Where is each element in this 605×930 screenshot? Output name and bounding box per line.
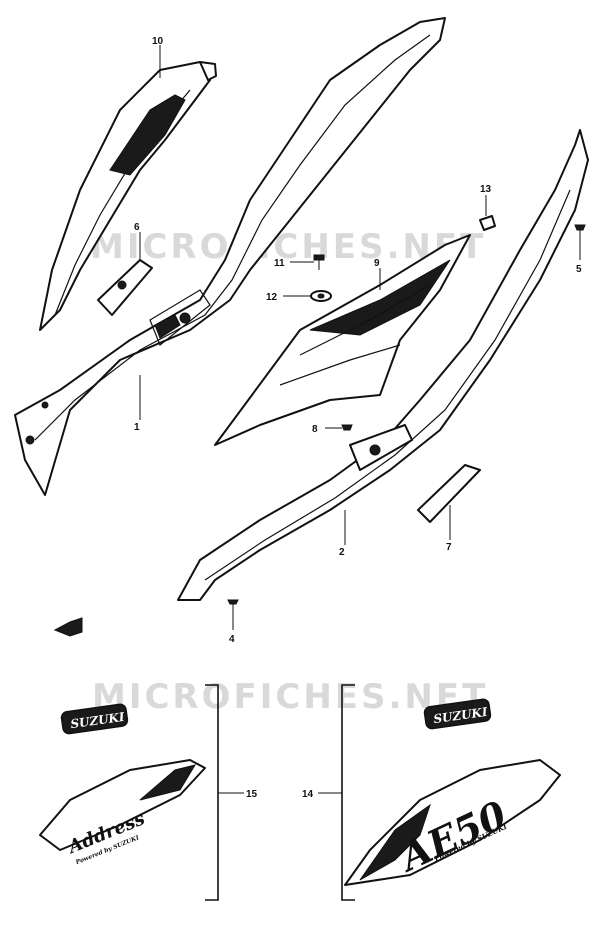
- callout-1: 1: [134, 422, 140, 433]
- callout-8: 8: [312, 424, 318, 435]
- ae50-logo-emblem: AE50 Powered by SUZUKI: [344, 759, 561, 886]
- part-5-screw: [574, 224, 586, 238]
- callout-7: 7: [446, 542, 452, 553]
- leader-lines: [139, 45, 581, 630]
- bracket-14: [318, 684, 355, 901]
- part-8-screw: [341, 424, 353, 431]
- part-2-side-cover: [177, 129, 589, 601]
- part-13-nut: [479, 215, 496, 231]
- part-7-reflector: [417, 464, 481, 523]
- part-12-washer: [310, 290, 332, 302]
- callout-11: 11: [274, 258, 285, 269]
- part-4-screw: [227, 599, 239, 612]
- callout-6: 6: [134, 222, 140, 233]
- callout-15: 15: [246, 789, 258, 800]
- callout-9: 10: [152, 36, 164, 47]
- callout-4: 4: [229, 634, 235, 645]
- address-logo-emblem: Address Powered by SUZUKI: [39, 759, 206, 866]
- watermark-top: MICROFICHES.NET: [90, 227, 486, 267]
- front-arrow-icon: [53, 617, 83, 637]
- part-6-lid: [97, 259, 153, 316]
- bracket-15: [205, 684, 244, 901]
- callout-2: 2: [339, 547, 345, 558]
- callout-10: 9: [374, 258, 380, 269]
- part-9-cover: [39, 61, 217, 331]
- emblem-set-15: SUZUKI Address Powered by SUZUKI: [39, 703, 206, 866]
- watermark-bottom: MICROFICHES.NET: [92, 677, 488, 717]
- suzuki-emblem-right: SUZUKI: [423, 698, 492, 730]
- emblem-set-14: SUZUKI AE50 Powered by SUZUKI: [344, 698, 561, 886]
- callout-12: 12: [266, 292, 278, 303]
- part-1-side-cover: [14, 17, 446, 496]
- part-10-panel: [214, 234, 471, 446]
- callout-14: 14: [302, 789, 314, 800]
- suzuki-emblem-left: SUZUKI: [60, 703, 129, 735]
- part-11-screw: [313, 254, 325, 270]
- callout-13: 13: [480, 184, 492, 195]
- callout-5: 5: [576, 264, 582, 275]
- callout-labels: 10 6 1 2 7 4 5 8 11 12 9 13 15 14: [134, 36, 582, 800]
